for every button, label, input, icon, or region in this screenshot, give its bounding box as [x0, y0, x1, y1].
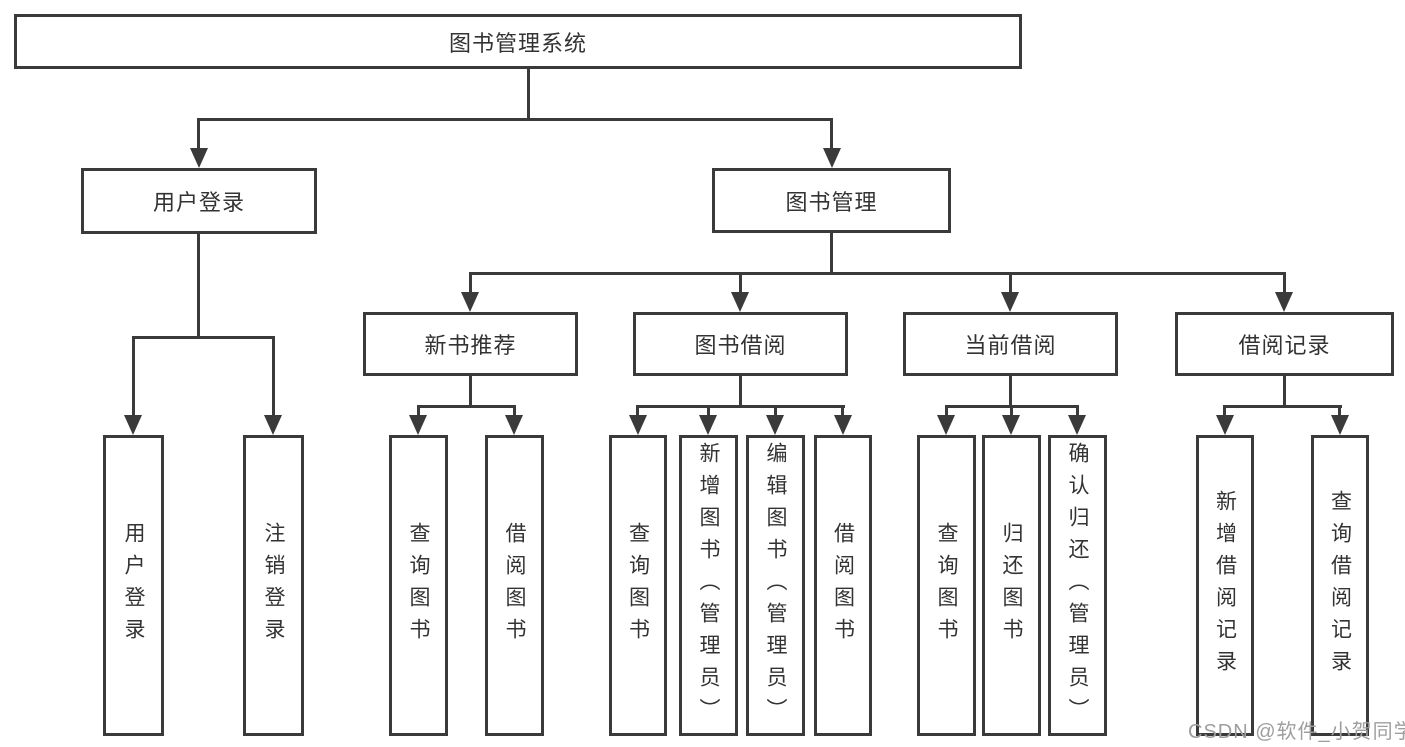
connector-line: [1009, 272, 1012, 296]
node-label: 用户登录: [122, 521, 145, 650]
node-label: 查询图书: [626, 521, 650, 650]
connector-line: [1223, 405, 1342, 408]
arrow-down-icon: [937, 415, 955, 435]
leaf-confirm-return-admin: 确认归还（管理员）: [1048, 435, 1107, 736]
arrow-down-icon: [409, 415, 427, 435]
arrow-down-icon: [823, 148, 841, 168]
connector-line: [132, 336, 275, 339]
node-label: 用户登录: [152, 190, 245, 215]
arrow-down-icon: [731, 292, 749, 312]
node-user-login: 用户登录: [81, 168, 317, 234]
leaf-borrow-books-recommend: 借阅图书: [485, 435, 544, 736]
leaf-user-login: 用户登录: [103, 435, 164, 736]
connector-line: [830, 118, 833, 150]
arrow-down-icon: [1275, 292, 1293, 312]
connector-line: [417, 405, 516, 408]
connector-line: [527, 69, 530, 118]
connector-line: [272, 336, 275, 416]
arrow-down-icon: [834, 415, 852, 435]
connector-line: [830, 233, 833, 272]
node-library-management-system: 图书管理系统: [14, 14, 1022, 69]
connector-line: [1283, 376, 1286, 405]
node-label: 编辑图书（管理员）: [764, 441, 787, 730]
arrow-down-icon: [190, 148, 208, 168]
node-label: 确认归还（管理员）: [1066, 441, 1089, 730]
node-label: 新增图书（管理员）: [697, 441, 720, 730]
arrow-down-icon: [264, 415, 282, 435]
node-label: 查询图书: [935, 521, 958, 650]
connector-line: [469, 376, 472, 405]
node-label: 图书借阅: [694, 333, 787, 358]
leaf-add-book-admin: 新增图书（管理员）: [679, 435, 738, 736]
node-current-borrowing: 当前借阅: [903, 312, 1118, 376]
node-label: 查询图书: [407, 521, 430, 650]
connector-line: [1010, 405, 1013, 417]
leaf-query-borrow-record: 查询借阅记录: [1311, 435, 1369, 736]
connector-line: [1076, 405, 1079, 417]
connector-line: [945, 405, 948, 417]
connector-line: [1223, 405, 1226, 417]
connector-line: [417, 405, 420, 417]
arrow-down-icon: [1331, 415, 1349, 435]
connector-line: [197, 118, 200, 150]
connector-line: [469, 272, 472, 296]
node-label: 图书管理系统: [448, 30, 587, 56]
connector-line: [197, 234, 200, 336]
node-label: 图书管理: [785, 189, 878, 215]
connector-line: [707, 405, 710, 417]
arrow-down-icon: [1216, 415, 1234, 435]
node-new-book-recommend: 新书推荐: [363, 312, 578, 376]
arrow-down-icon: [461, 292, 479, 312]
connector-line: [774, 405, 777, 417]
arrow-down-icon: [505, 415, 523, 435]
connector-line: [739, 272, 742, 296]
connector-line: [1009, 376, 1012, 405]
connector-line: [739, 376, 742, 405]
arrow-down-icon: [1068, 415, 1086, 435]
watermark: CSDN @软件_小贺同学: [1188, 721, 1405, 743]
leaf-query-books-recommend: 查询图书: [389, 435, 448, 736]
node-label: 注销登录: [262, 521, 285, 650]
connector-line: [636, 405, 845, 408]
node-label: 当前借阅: [964, 333, 1057, 358]
arrow-down-icon: [124, 415, 142, 435]
node-label: 借阅图书: [831, 521, 855, 650]
arrow-down-icon: [1002, 415, 1020, 435]
leaf-logout: 注销登录: [243, 435, 304, 736]
arrow-down-icon: [1001, 292, 1019, 312]
node-label: 借阅记录: [1238, 333, 1331, 358]
node-book-borrowing: 图书借阅: [633, 312, 848, 376]
node-borrow-records: 借阅记录: [1175, 312, 1394, 376]
connector-line: [132, 336, 135, 416]
arrow-down-icon: [766, 415, 784, 435]
node-label: 新增借阅记录: [1213, 489, 1237, 682]
connector-line: [513, 405, 516, 417]
leaf-borrow-books-borrowing: 借阅图书: [814, 435, 872, 736]
leaf-return-book: 归还图书: [982, 435, 1041, 736]
node-label: 借阅图书: [503, 521, 526, 650]
arrow-down-icon: [699, 415, 717, 435]
leaf-query-books-current: 查询图书: [917, 435, 976, 736]
arrow-down-icon: [629, 415, 647, 435]
node-label: 归还图书: [1000, 521, 1023, 650]
connector-line: [197, 118, 831, 121]
connector-line: [1283, 272, 1286, 296]
leaf-query-books-borrowing: 查询图书: [609, 435, 667, 736]
node-label: 新书推荐: [424, 333, 517, 358]
connector-line: [841, 405, 844, 417]
connector-line: [636, 405, 639, 417]
node-book-management: 图书管理: [712, 168, 951, 233]
node-label: 查询借阅记录: [1328, 489, 1352, 682]
leaf-add-borrow-record: 新增借阅记录: [1196, 435, 1254, 736]
connector-line: [1338, 405, 1341, 417]
leaf-edit-book-admin: 编辑图书（管理员）: [746, 435, 805, 736]
connector-line: [469, 272, 1286, 275]
